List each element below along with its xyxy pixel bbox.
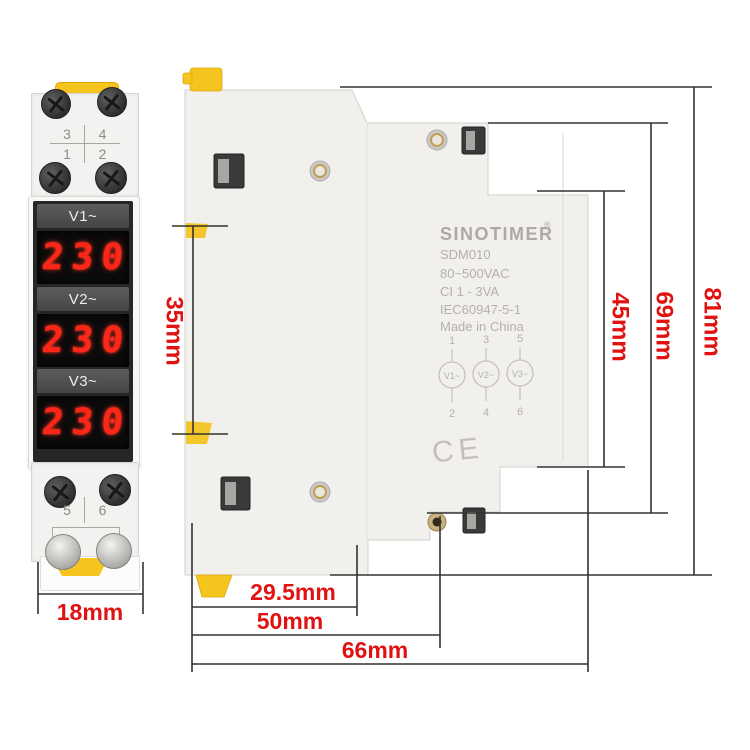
round-terminal <box>96 533 132 569</box>
terminal-number: 1 <box>50 144 85 163</box>
voltage-display: 230 <box>37 396 133 449</box>
rivet <box>309 481 331 503</box>
din-clip-side-top <box>182 67 223 92</box>
wiring-terminal-number: 1 <box>449 335 455 347</box>
mount-slot <box>461 126 486 155</box>
terminal-screw <box>97 87 127 117</box>
mount-slot <box>220 476 251 511</box>
terminal-number: 4 <box>85 125 120 144</box>
dim-label-45mm: 45mm <box>607 292 634 361</box>
terminal-number-grid: 3 4 1 2 <box>50 125 120 163</box>
dim-label-50mm: 50mm <box>257 608 323 634</box>
voltage-range-text: 80~500VAC <box>440 266 510 281</box>
terminal-screw <box>39 162 71 194</box>
dim-label-69mm: 69mm <box>651 291 678 360</box>
dim-label-18mm: 18mm <box>57 599 123 625</box>
mount-slot <box>213 153 245 189</box>
origin-text: Made in China <box>440 319 525 334</box>
terminal-number: 5 <box>50 497 85 523</box>
wiring-terminal-number: 4 <box>483 407 489 419</box>
wiring-diagram: 1 V1~ 2 3 V2~ 4 5 V3~ 6 <box>438 333 534 420</box>
wiring-label: V1~ <box>444 371 460 381</box>
terminal-number: 6 <box>98 502 107 518</box>
voltage-display: 230 <box>37 314 133 367</box>
channel-label: V3~ <box>37 369 129 393</box>
voltage-display: 230 <box>37 231 133 284</box>
wiring-terminal-number: 6 <box>517 406 523 418</box>
standard-text: IEC60947-5-1 <box>440 302 521 317</box>
terminal-number: 3 <box>50 125 85 144</box>
ce-mark: CE <box>430 431 485 469</box>
divider-line <box>52 527 120 528</box>
terminal-number: 2 <box>98 145 107 162</box>
rivet-dark <box>427 512 447 532</box>
channel-label: V2~ <box>37 287 129 311</box>
rivet <box>309 160 331 182</box>
rivet <box>426 129 448 151</box>
wiring-label: V3~ <box>512 369 528 379</box>
wiring-terminal-number: 5 <box>517 333 523 345</box>
terminal-number-grid: 5 6 <box>50 497 120 523</box>
channel-label: V1~ <box>37 204 129 228</box>
model-text: SDM010 <box>440 247 491 262</box>
power-class-text: CI 1 - 3VA <box>440 284 499 299</box>
dim-label-29-5mm: 29.5mm <box>250 579 336 605</box>
wiring-terminal-number: 3 <box>483 334 489 346</box>
mount-slot <box>462 507 486 534</box>
side-body <box>184 89 589 576</box>
dim-label-35mm: 35mm <box>161 296 188 365</box>
wiring-label: V2~ <box>478 370 494 380</box>
wiring-terminal-number: 2 <box>449 408 455 420</box>
dim-label-66mm: 66mm <box>342 637 408 663</box>
dim-label-81mm: 81mm <box>699 287 726 356</box>
brand-text: SINOTIMER <box>440 224 554 244</box>
round-terminal <box>45 534 81 570</box>
terminal-screw <box>41 89 71 119</box>
terminal-screw <box>44 476 76 508</box>
registered-mark: ® <box>544 220 551 230</box>
terminal-screw <box>95 162 127 194</box>
terminal-screw <box>99 474 131 506</box>
din-clip-side-bottom <box>195 574 233 598</box>
